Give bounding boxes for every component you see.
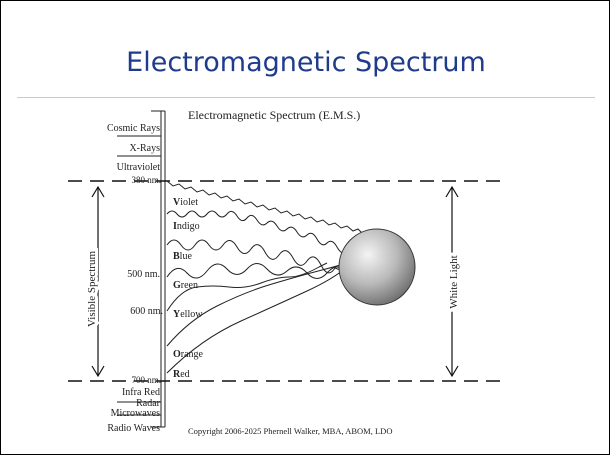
- marker-500: 500 nm.: [127, 269, 160, 280]
- color-indigo: Indigo: [173, 221, 200, 232]
- band-radar: Radar: [136, 398, 161, 409]
- color-blue: Blue: [173, 251, 192, 262]
- wave-green: [166, 263, 352, 279]
- band-x-rays: X-Rays: [129, 143, 160, 154]
- color-green: Green: [173, 280, 198, 291]
- wave-violet: [166, 180, 363, 234]
- visible-spectrum-label: Visible Spectrum: [86, 251, 98, 327]
- color-orange: Orange: [173, 349, 204, 360]
- diagram-heading: Electromagnetic Spectrum (E.M.S.): [188, 108, 360, 122]
- white-light-arrow: [445, 185, 459, 378]
- marker-600: 600 nm.: [130, 306, 163, 317]
- spectrum-scale: [117, 110, 166, 428]
- color-violet: Violet: [173, 197, 198, 208]
- color-yellow: Yellow: [173, 309, 203, 320]
- wave-orange: [166, 261, 350, 347]
- band-infra-red: Infra Red: [122, 387, 160, 398]
- white-light-label: White Light: [448, 255, 460, 308]
- title-divider: [17, 97, 595, 98]
- wave-indigo: [166, 210, 355, 256]
- marker-700: 700 nm.: [131, 375, 161, 385]
- copyright-notice: Copyright 2006-2025 Phernell Walker, MBA…: [188, 426, 392, 436]
- visible-spectrum-arrow: [91, 185, 105, 378]
- band-radio-waves: Radio Waves: [107, 423, 160, 434]
- light-waves: [166, 180, 363, 374]
- wave-yellow: [166, 262, 328, 312]
- band-ultraviolet: Ultraviolet: [117, 162, 161, 173]
- color-red: Red: [173, 369, 190, 380]
- marker-380: 380 nm.: [131, 175, 161, 185]
- slide-title: Electromagnetic Spectrum: [126, 47, 486, 78]
- white-light-sphere: [338, 228, 416, 306]
- wave-blue: [166, 239, 344, 274]
- band-microwaves: Microwaves: [111, 408, 161, 419]
- band-cosmic-rays: Cosmic Rays: [107, 123, 160, 134]
